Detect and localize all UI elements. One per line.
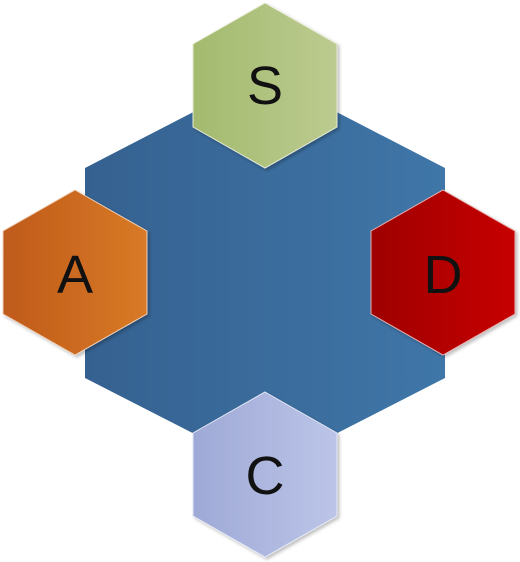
node-label-top: S — [247, 56, 283, 116]
node-label-right: D — [424, 245, 463, 305]
hexagon-top — [192, 2, 338, 169]
node-top: S — [192, 2, 338, 169]
hexagon-right — [370, 189, 516, 356]
node-bottom: C — [192, 391, 338, 558]
node-label-bottom: C — [246, 446, 285, 506]
node-left: A — [2, 189, 148, 356]
node-label-left: A — [57, 245, 93, 305]
hexagon-bottom — [192, 391, 338, 558]
hexagon-left — [2, 189, 148, 356]
node-right: D — [370, 189, 516, 356]
center-hexagon — [85, 75, 445, 470]
